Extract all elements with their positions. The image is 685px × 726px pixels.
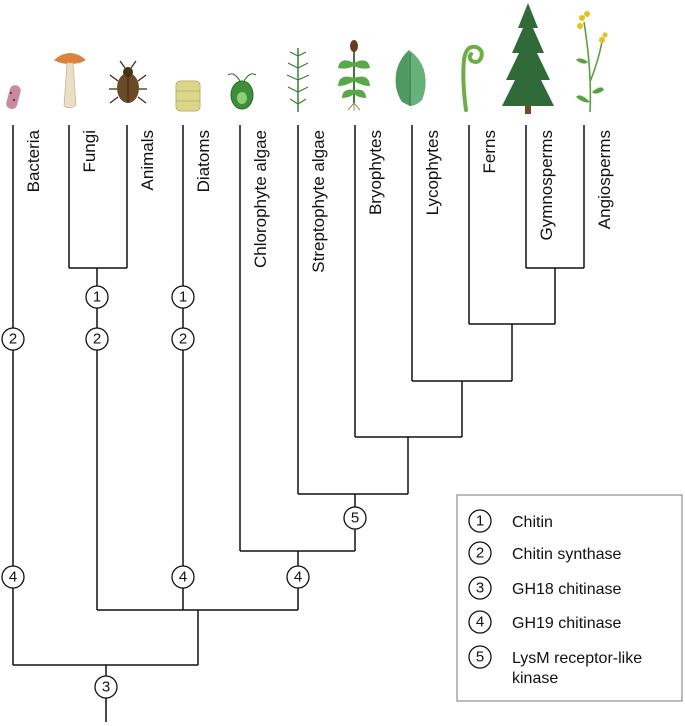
streptophyte-alga-icon (286, 48, 310, 112)
tip-label-fungi: Fungi (80, 130, 99, 173)
marker-number: 2 (9, 331, 17, 348)
diatom-icon (175, 80, 201, 112)
legend-label: GH18 chitinase (512, 581, 621, 598)
tip-label-diatoms: Diatoms (194, 130, 213, 192)
marker-gh19-plants: 4 (286, 565, 310, 589)
mushroom-icon (54, 53, 86, 109)
legend-label: Chitin (512, 514, 553, 531)
marker-gh18-root: 3 (94, 675, 118, 699)
legend-number: 1 (476, 513, 484, 530)
legend-label: GH19 chitinase (512, 615, 621, 632)
legend-number: 5 (476, 649, 484, 666)
marker-chitin-fungi-animals: 1 (85, 285, 109, 309)
legend-label-line2: kinase (512, 670, 558, 687)
beetle-icon (109, 60, 147, 104)
tip-labels: Bacteria Fungi Animals Diatoms Chlorophy… (24, 129, 614, 272)
marker-number: 1 (93, 289, 101, 306)
legend-label-line1: LysM receptor-like (512, 650, 642, 667)
legend-item-gh19-chitinase: 4 GH19 chitinase (468, 610, 621, 634)
tip-label-animals: Animals (138, 130, 157, 190)
trait-markers: 1 1 2 2 2 4 4 4 (1, 285, 367, 699)
legend-number: 2 (476, 545, 484, 562)
moss-icon (338, 40, 370, 111)
bacterium-icon (6, 85, 21, 110)
legend-number: 3 (476, 580, 484, 597)
green-alga-cell-icon (227, 73, 257, 110)
marker-number: 2 (179, 331, 187, 348)
marker-chitin-synthase-fungi-animals: 2 (85, 327, 109, 351)
marker-number: 4 (179, 569, 187, 586)
tip-label-bryophytes: Bryophytes (366, 130, 385, 215)
conifer-tree-icon (502, 3, 554, 114)
legend-item-chitin-synthase: 2 Chitin synthase (468, 541, 621, 565)
marker-number: 2 (93, 331, 101, 348)
flowering-plant-icon (576, 11, 608, 113)
marker-number: 5 (351, 510, 359, 527)
lycophyte-icon (395, 50, 426, 106)
legend-item-gh18-chitinase: 3 GH18 chitinase (468, 576, 621, 600)
marker-number: 4 (9, 569, 17, 586)
marker-chitin-synthase-bacteria: 2 (1, 327, 25, 351)
legend-number: 4 (476, 614, 484, 631)
marker-number: 4 (294, 569, 302, 586)
tip-label-angiosperms: Angiosperms (595, 130, 614, 229)
marker-chitin-diatoms: 1 (171, 285, 195, 309)
legend-item-lysm-receptor-like-kinase: 5 LysM receptor-like kinase (468, 645, 642, 687)
tip-label-ferns: Ferns (480, 130, 499, 173)
tip-label-bacteria: Bacteria (24, 129, 43, 192)
marker-number: 3 (102, 679, 110, 696)
marker-number: 1 (179, 289, 187, 306)
legend-item-chitin: 1 Chitin (468, 509, 553, 533)
marker-chitin-synthase-diatoms: 2 (171, 327, 195, 351)
marker-gh19-diatoms: 4 (171, 565, 195, 589)
marker-lysm-streptophytes: 5 (343, 506, 367, 530)
tip-label-lycophytes: Lycophytes (423, 130, 442, 215)
marker-gh19-bacteria: 4 (1, 565, 25, 589)
tip-label-gymnosperms: Gymnosperms (537, 130, 556, 241)
legend-box (456, 494, 683, 702)
fern-fiddlehead-icon (461, 44, 484, 112)
legend-label: Chitin synthase (512, 546, 621, 563)
tip-label-streptophyte: Streptophyte algae (309, 130, 328, 273)
legend: 1 Chitin 2 Chitin synthase 3 GH18 chitin… (456, 494, 683, 702)
tip-label-chlorophyte: Chlorophyte algae (251, 130, 270, 268)
